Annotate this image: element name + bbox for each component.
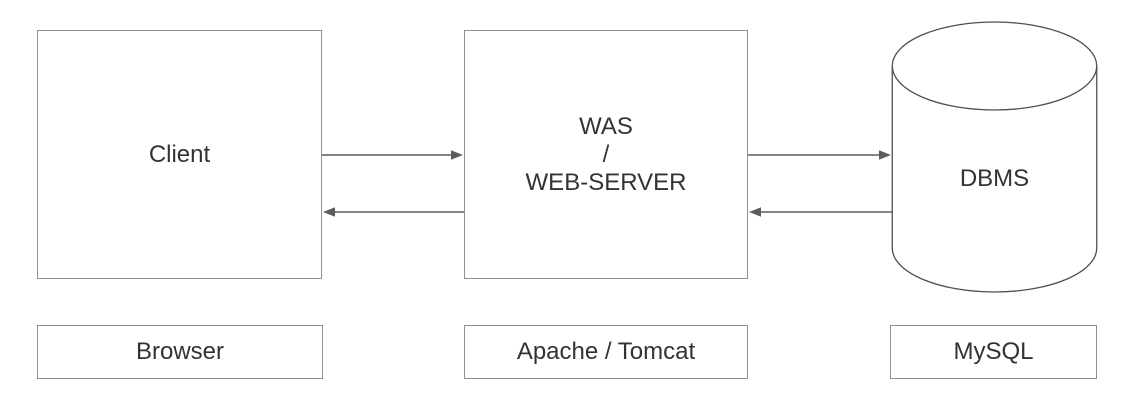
apache-tomcat-label: Apache / Tomcat [516, 338, 696, 365]
arrowhead-left-icon [323, 207, 335, 217]
server-node: WAS / WEB-SERVER [464, 30, 748, 279]
client-node-label: Client [148, 140, 211, 168]
dbms-node: DBMS [892, 159, 1097, 199]
arrow-server-to-dbms [748, 150, 891, 160]
arrowhead-right-icon [451, 150, 463, 160]
browser-label: Browser [135, 338, 225, 365]
mysql-label: MySQL [953, 338, 1034, 365]
arrowhead-right-icon [879, 150, 891, 160]
client-node: Client [37, 30, 322, 279]
dbms-cylinder-shape [891, 21, 1098, 293]
mysql-label-box: MySQL [890, 325, 1097, 379]
cylinder-body [891, 66, 1098, 293]
arrow-server-to-client [323, 207, 464, 217]
server-node-label-line3: WEB-SERVER [525, 168, 687, 196]
cylinder-top-ellipse [891, 21, 1098, 111]
server-node-label-line2: / [602, 140, 610, 168]
server-node-label-line1: WAS [579, 112, 633, 140]
apache-tomcat-label-box: Apache / Tomcat [464, 325, 748, 379]
dbms-node-label: DBMS [959, 165, 1030, 192]
arrowhead-left-icon [749, 207, 761, 217]
browser-label-box: Browser [37, 325, 323, 379]
arrow-client-to-server [322, 150, 463, 160]
arrow-dbms-to-server [749, 207, 892, 217]
